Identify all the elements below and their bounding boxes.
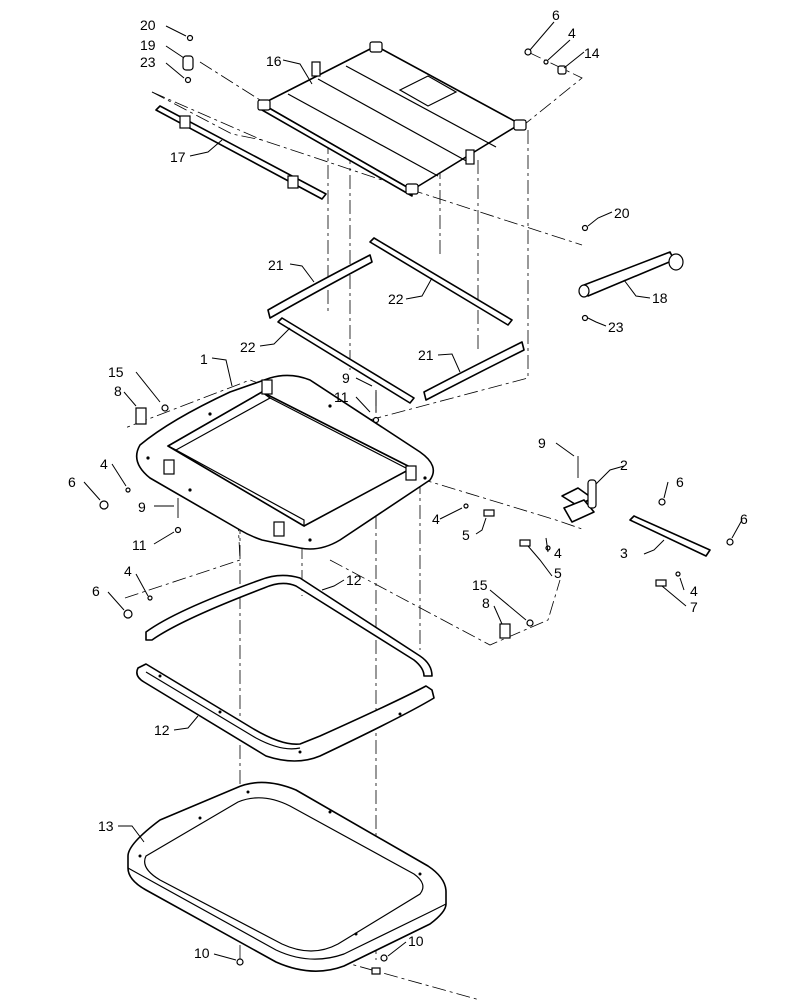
callout-6: 6 xyxy=(676,474,684,490)
rod-part-17 xyxy=(155,105,327,200)
callout-6: 6 xyxy=(92,583,100,599)
handle-rod-part-18 xyxy=(578,251,684,298)
seal-part-12-lower xyxy=(136,663,435,762)
strip-part-21-upper xyxy=(267,254,373,319)
hatch-cover-part-16 xyxy=(257,41,527,197)
leader-lines xyxy=(83,21,743,961)
callout-22: 22 xyxy=(388,291,404,307)
strip-part-22-upper xyxy=(369,237,513,326)
callout-14: 14 xyxy=(584,45,600,61)
callout-5: 5 xyxy=(554,565,562,581)
callout-15: 15 xyxy=(472,577,488,593)
callout-4: 4 xyxy=(568,25,576,41)
callout-9: 9 xyxy=(138,499,146,515)
callout-4: 4 xyxy=(690,583,698,599)
fasteners xyxy=(99,34,734,975)
callout-18: 18 xyxy=(652,290,668,306)
callout-6: 6 xyxy=(740,511,748,527)
callout-13: 13 xyxy=(98,818,114,834)
callout-8: 8 xyxy=(114,383,122,399)
frame-part-1 xyxy=(135,374,435,550)
strip-part-21-lower xyxy=(423,341,525,401)
callout-15: 15 xyxy=(108,364,124,380)
callout-22: 22 xyxy=(240,339,256,355)
callout-10: 10 xyxy=(194,945,210,961)
callout-23: 23 xyxy=(140,54,156,70)
callout-2: 2 xyxy=(620,457,628,473)
callout-10: 10 xyxy=(408,933,424,949)
callout-4: 4 xyxy=(554,545,562,561)
callout-23: 23 xyxy=(608,319,624,335)
latch-bracket-part-2 xyxy=(561,479,597,523)
callout-21: 21 xyxy=(418,347,434,363)
callout-12: 12 xyxy=(154,722,170,738)
base-frame-part-13 xyxy=(127,781,447,972)
callout-6: 6 xyxy=(552,7,560,23)
strip-part-22-lower xyxy=(277,317,415,404)
callout-3: 3 xyxy=(620,545,628,561)
callout-5: 5 xyxy=(462,527,470,543)
callout-6: 6 xyxy=(68,474,76,490)
callout-20: 20 xyxy=(614,205,630,221)
callout-16: 16 xyxy=(266,53,282,69)
callout-12: 12 xyxy=(346,572,362,588)
bar-part-3 xyxy=(629,515,711,557)
callout-9: 9 xyxy=(342,370,350,386)
callout-20: 20 xyxy=(140,17,156,33)
callout-19: 19 xyxy=(140,37,156,53)
callout-1: 1 xyxy=(200,351,208,367)
callout-4: 4 xyxy=(100,456,108,472)
callout-8: 8 xyxy=(482,595,490,611)
callout-7: 7 xyxy=(690,599,698,615)
seal-part-12-upper xyxy=(145,574,433,677)
callout-11: 11 xyxy=(132,537,147,553)
callout-17: 17 xyxy=(170,149,186,165)
callout-4: 4 xyxy=(124,563,132,579)
callout-21: 21 xyxy=(268,257,284,273)
callout-labels: 20 19 23 16 6 4 14 17 20 18 23 21 22 22 … xyxy=(68,7,748,961)
callout-9: 9 xyxy=(538,435,546,451)
callout-11: 11 xyxy=(334,389,349,405)
callout-4: 4 xyxy=(432,511,440,527)
